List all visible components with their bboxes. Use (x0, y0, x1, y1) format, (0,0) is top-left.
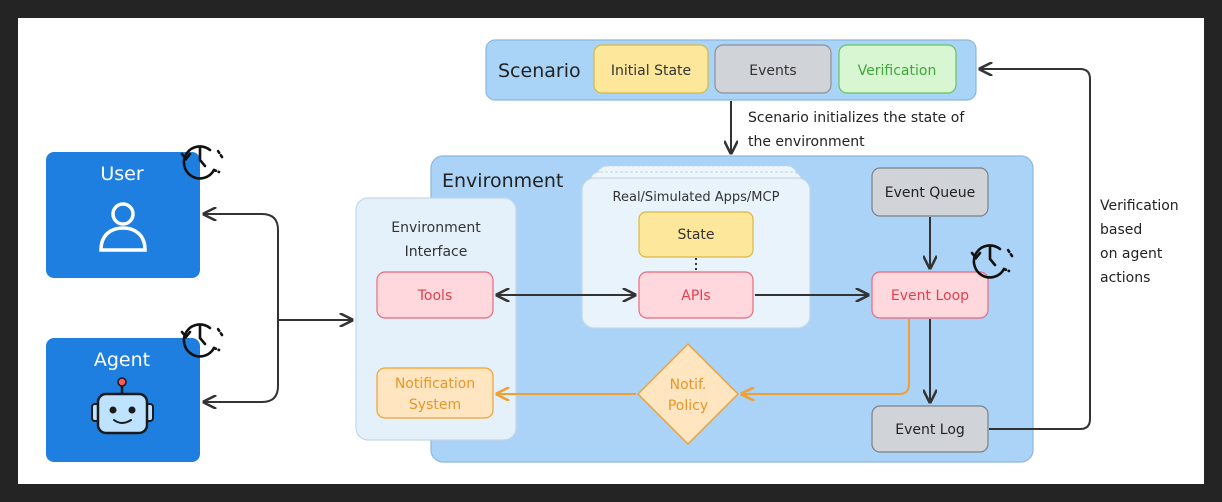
interface-label-line2: Interface (405, 244, 468, 260)
verification-note-line1: Verification (1100, 198, 1179, 214)
event-log-label: Event Log (895, 422, 965, 438)
apis-box (638, 271, 754, 319)
person-icon (99, 202, 147, 252)
arrow-to-user (204, 214, 279, 320)
user-label: User (100, 163, 143, 185)
notification-label-line2: System (409, 397, 461, 413)
notification-system-box (376, 367, 494, 419)
environment-title: Environment (442, 170, 563, 192)
events-label: Events (749, 63, 796, 79)
event-log-box (871, 405, 989, 453)
initial-state-label: Initial State (611, 63, 691, 79)
verification-label: Verification (858, 63, 937, 79)
tools-box (376, 271, 494, 319)
arrow-log-verification (980, 69, 1091, 430)
agent-group: Agent (46, 323, 224, 462)
event-loop-box (871, 271, 989, 319)
scenario-note-line2: the environment (748, 134, 865, 150)
event-queue-label: Event Queue (885, 185, 976, 201)
state-label: State (677, 227, 714, 243)
notif-policy-diamond (637, 343, 739, 445)
user-group: User (46, 145, 224, 278)
verification-note-line4: actions (1100, 270, 1150, 286)
interface-label-line1: Environment (391, 220, 481, 236)
policy-label-line2: Policy (668, 398, 708, 414)
scenario-group: Scenario Initial State Events Verificati… (485, 39, 977, 101)
scenario-title: Scenario (498, 60, 581, 82)
clock-icon (970, 244, 1014, 279)
tools-label: Tools (417, 288, 453, 304)
clock-icon (180, 145, 224, 180)
apps-title: Real/Simulated Apps/MCP (613, 190, 780, 205)
scenario-note-line1: Scenario initializes the state of (748, 110, 965, 126)
state-box (638, 211, 754, 258)
verification-note-line3: on agent (1100, 246, 1163, 262)
policy-label-line1: Notif. (670, 377, 707, 393)
robot-icon (91, 377, 154, 435)
notification-label-line1: Notification (395, 376, 475, 392)
initial-state-box (593, 44, 709, 94)
event-queue-box (871, 167, 989, 217)
clock-icon (180, 323, 224, 358)
events-box (714, 44, 832, 94)
verification-note-line2: based (1100, 222, 1142, 238)
user-box (46, 152, 200, 278)
agent-label: Agent (94, 349, 150, 371)
apis-label: APIs (681, 288, 710, 304)
event-loop-label: Event Loop (891, 288, 969, 304)
arrow-to-agent (204, 320, 279, 402)
arrow-loop-policy (742, 319, 910, 394)
verification-box (838, 44, 957, 94)
